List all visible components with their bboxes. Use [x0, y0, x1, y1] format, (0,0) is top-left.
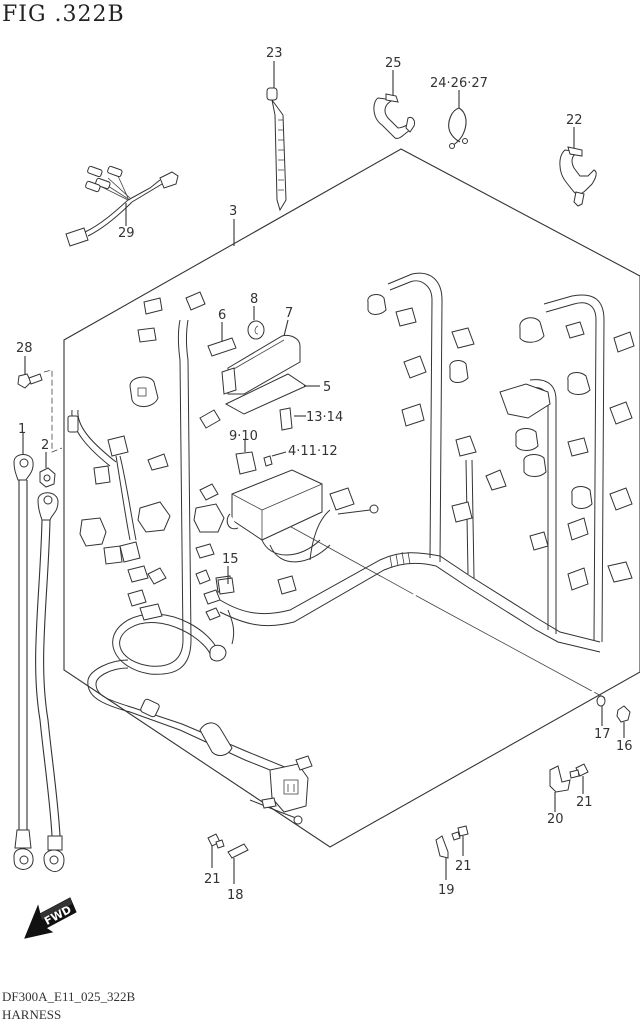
assembly-boundary — [63, 148, 640, 848]
clamp-part-22 — [559, 127, 597, 207]
sub-harness-part-29 — [65, 165, 179, 247]
bracket-part-18 — [227, 843, 249, 884]
cable-tie-part-23 — [266, 61, 287, 212]
fuse-part-4-11-12 — [263, 451, 287, 467]
callout-5: 5 — [323, 380, 331, 395]
fuse-puller-part-6 — [207, 322, 237, 357]
bolt-part-21-b — [207, 833, 225, 868]
callout-6: 6 — [218, 308, 226, 323]
washer-part-17 — [596, 695, 606, 726]
fuse-box-side-connectors — [217, 487, 379, 595]
callout-21-b: 21 — [204, 872, 221, 887]
callout-19: 19 — [438, 883, 455, 898]
callout-23: 23 — [266, 46, 283, 61]
callout-17: 17 — [594, 727, 611, 742]
figure-name: HARNESS — [2, 1007, 62, 1022]
nut-part-16 — [616, 705, 631, 738]
right-harness-connectors — [367, 294, 635, 591]
callout-9-10: 9·10 — [229, 429, 258, 444]
callout-1: 1 — [18, 422, 26, 437]
battery-cable-part-1 — [13, 432, 34, 871]
reference-line — [272, 516, 606, 699]
callout-2: 2 — [41, 438, 49, 453]
bolt-part-21-c — [451, 825, 469, 856]
callout-8: 8 — [250, 292, 258, 307]
callout-28: 28 — [16, 341, 33, 356]
callout-3: 3 — [229, 204, 237, 219]
fuse-box-cover-part-7 — [221, 319, 301, 395]
left-trunk-connectors — [67, 291, 235, 662]
wire-clip-part-24-26-27 — [448, 90, 468, 149]
callout-16: 16 — [616, 739, 633, 754]
clamp-part-19 — [435, 835, 449, 880]
grommet-part-8 — [247, 306, 265, 340]
nut-part-2 — [39, 452, 56, 488]
callout-4-11-12: 4·11·12 — [288, 444, 338, 459]
bolt-part-28 — [17, 356, 63, 453]
clamp-part-20 — [549, 765, 571, 812]
callout-13-14: 13·14 — [306, 410, 343, 425]
callout-21-a: 21 — [576, 795, 593, 810]
figure-title: FIG .322B — [2, 2, 125, 27]
harness-right-run — [219, 272, 605, 653]
bolt-part-21-a — [569, 763, 589, 794]
battery-cable-second — [35, 492, 65, 873]
relay-part-9-10 — [235, 440, 257, 475]
fwd-arrow-icon — [24, 897, 77, 939]
callout-24-26-27: 24·26·27 — [430, 76, 488, 91]
callout-22: 22 — [566, 113, 583, 128]
callout-25: 25 — [385, 56, 402, 71]
callout-21-c: 21 — [455, 859, 472, 874]
figure-code: DF300A_E11_025_322B — [2, 989, 136, 1004]
callout-18: 18 — [227, 888, 244, 903]
callout-20: 20 — [547, 812, 564, 827]
gasket-part-5 — [224, 373, 320, 415]
fuse-box-base — [226, 469, 331, 563]
callout-15: 15 — [222, 552, 239, 567]
callout-29: 29 — [118, 226, 135, 241]
fuse-block-part-13-14 — [279, 407, 306, 431]
harness-left-trunk — [87, 319, 313, 825]
callout-7: 7 — [285, 306, 293, 321]
clamp-part-25 — [373, 70, 415, 139]
